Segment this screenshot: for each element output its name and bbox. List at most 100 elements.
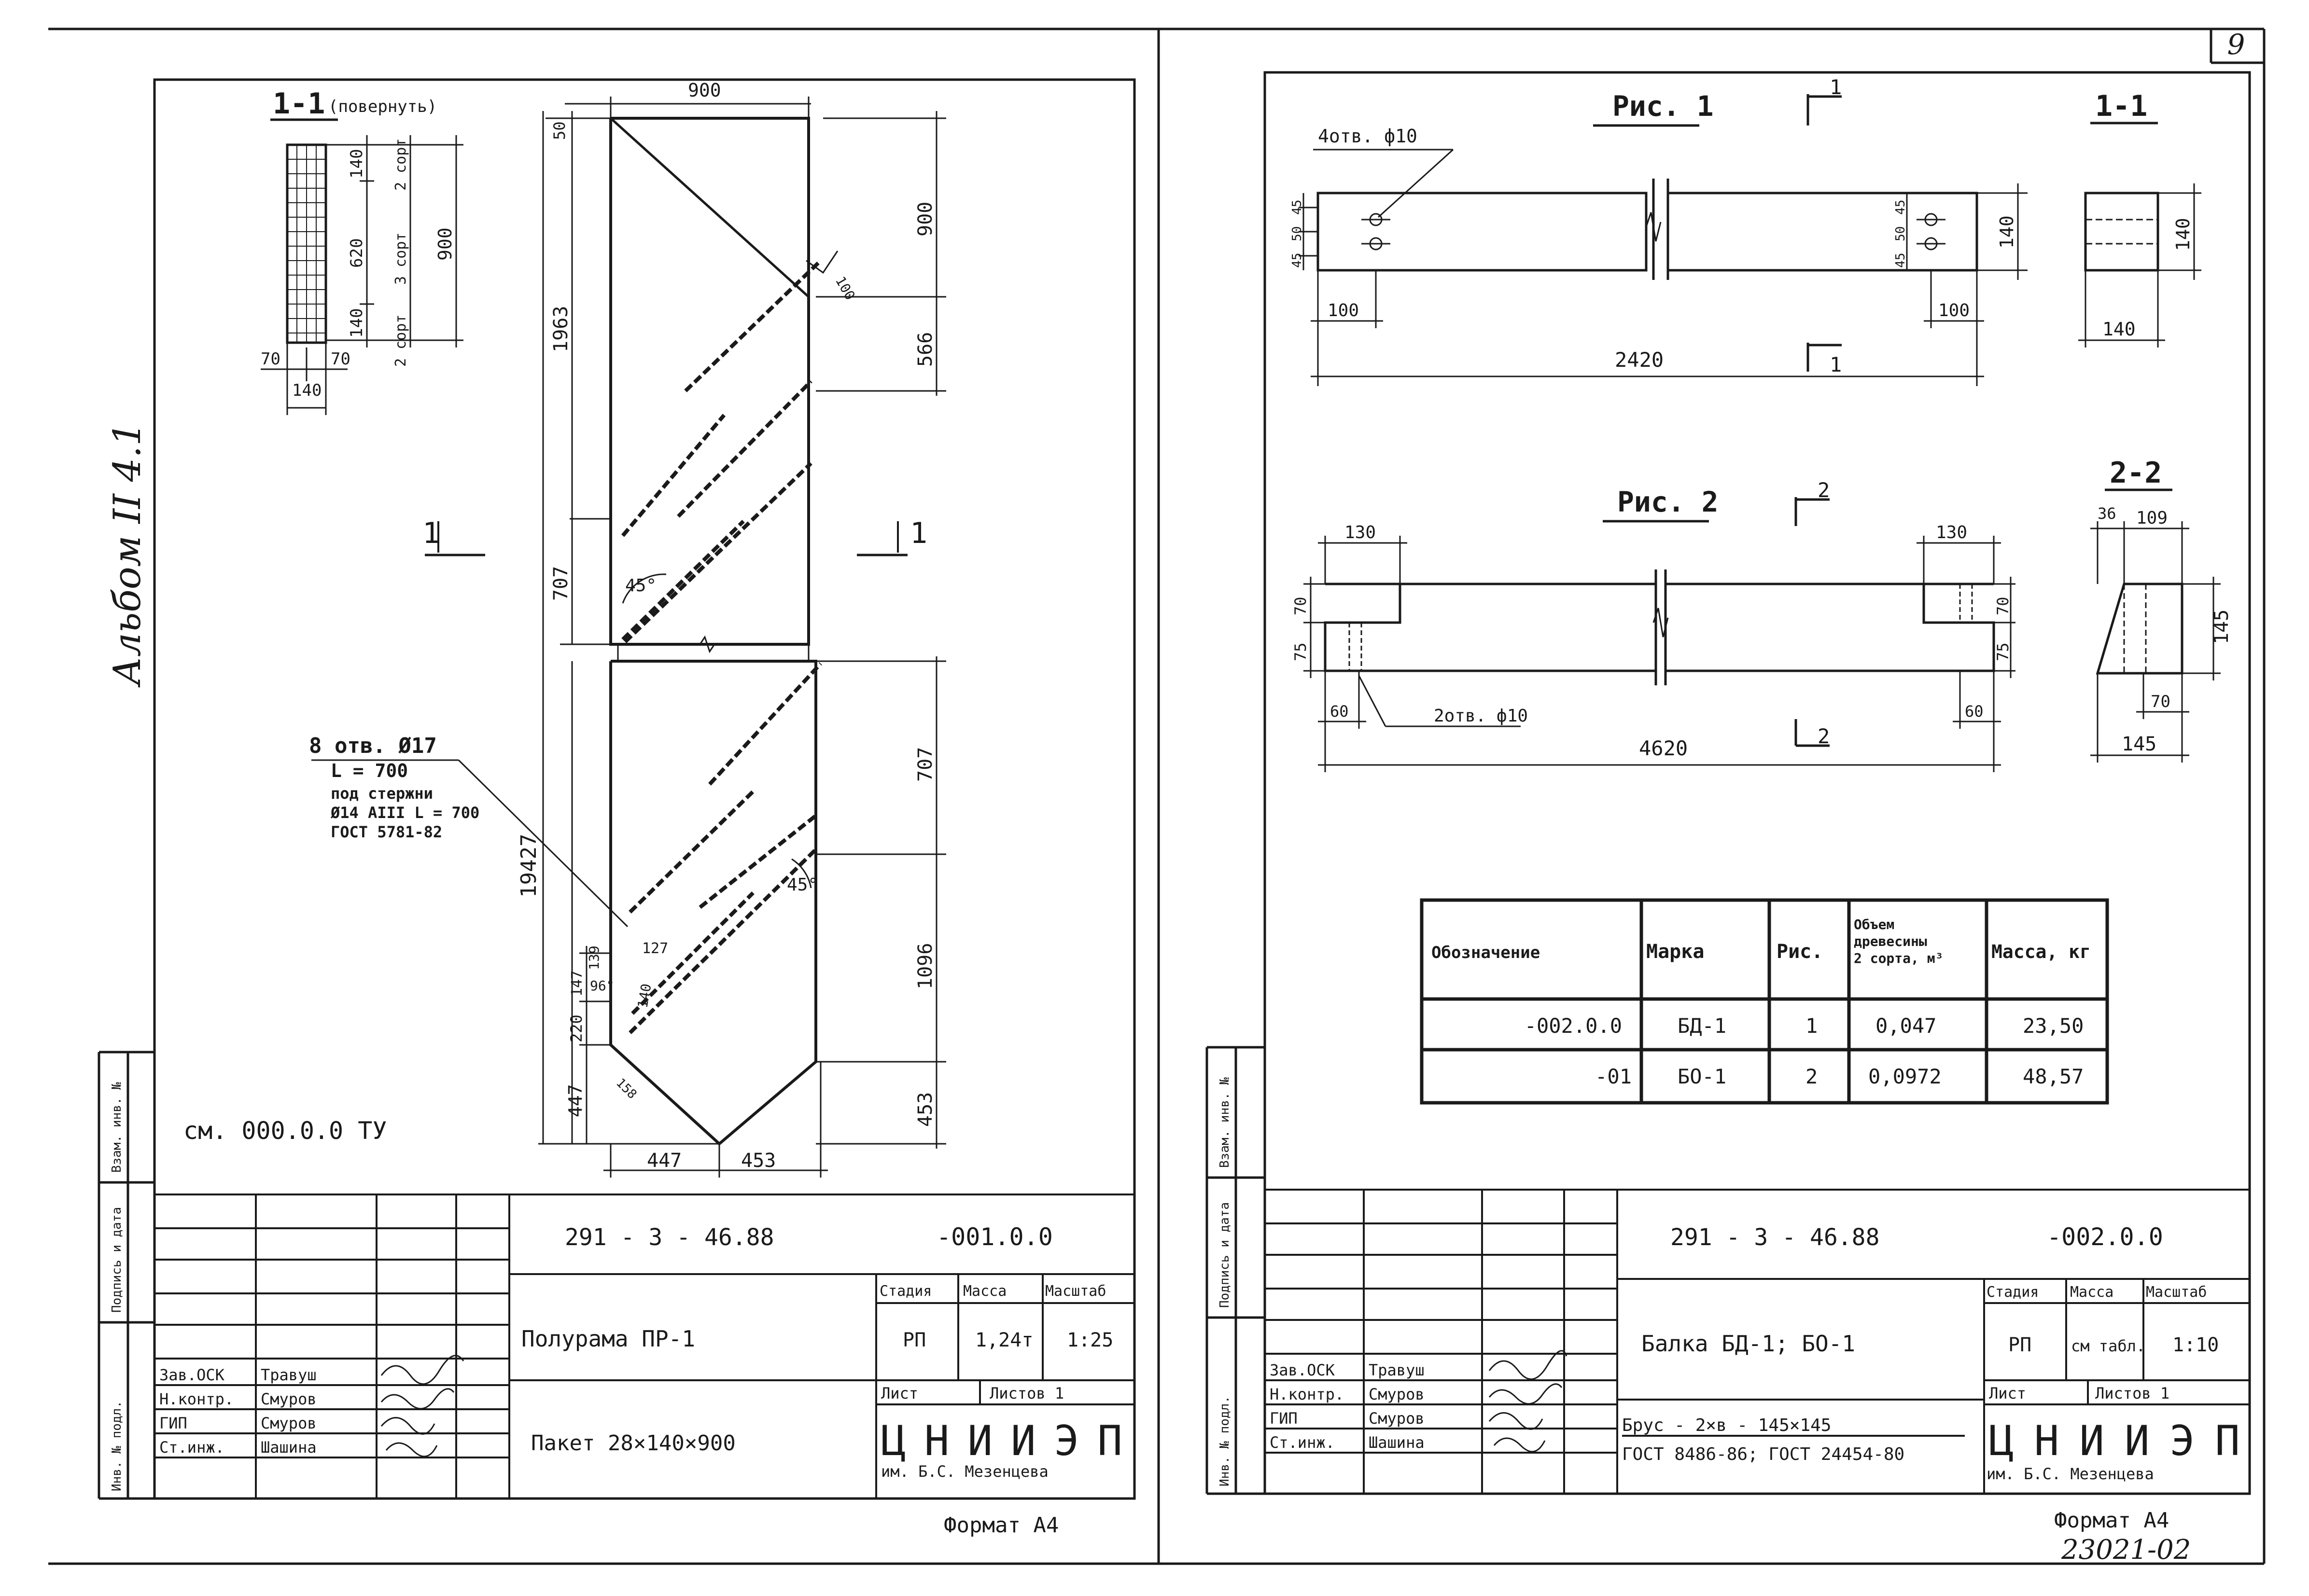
svg-text:2 сорта, м³: 2 сорта, м³	[1854, 950, 1943, 966]
right-mass: см табл.	[2071, 1337, 2145, 1355]
left-format: Формат А4	[944, 1513, 1059, 1538]
fig2-d60r: 60	[1965, 702, 1984, 721]
left-role-1: Н.контр.	[159, 1390, 234, 1408]
table-row: -002.0.0 БД-1 1 0,047 23,50	[1525, 1014, 2084, 1038]
sec22-d70: 70	[2151, 692, 2170, 711]
left-name-2: Смуров	[261, 1414, 317, 1432]
fig1-d45l: 45	[1290, 253, 1304, 268]
right-sheets-label: Листов 1	[2095, 1384, 2169, 1402]
dim-70a: 70	[261, 349, 280, 369]
right-scale-label: Масштаб	[2146, 1284, 2207, 1301]
left-sheet-frame	[98, 78, 1136, 1500]
right-name-1: Смуров	[1369, 1385, 1425, 1403]
table-cell: БД-1	[1678, 1014, 1726, 1038]
table-header-fig: Рис.	[1777, 941, 1823, 963]
album-label: Альбом II 4.1	[106, 422, 149, 688]
table-header-mass: Масса, кг	[1991, 941, 2091, 962]
section-label: 1-1	[273, 87, 325, 121]
dim-707a: 707	[550, 566, 572, 601]
table-cell: БО-1	[1678, 1065, 1726, 1088]
fig2-d75l: 75	[1291, 642, 1310, 661]
dim-50: 50	[550, 121, 569, 140]
fig2-title: Рис. 2	[1617, 486, 1719, 518]
left-mass-label: Масса	[963, 1283, 1007, 1300]
holes-note-line5: ГОСТ 5781-82	[331, 823, 442, 841]
left-mark-code: -001.0.0	[937, 1223, 1053, 1251]
left-mass: 1,24т	[975, 1329, 1033, 1351]
holes-note-line3: под стержни	[331, 784, 433, 803]
table-header-volume: Объем древесины 2 сорта, м³	[1854, 916, 1943, 966]
fig2-d70l: 70	[1291, 597, 1310, 615]
outer-frame	[48, 28, 2266, 1565]
dim-900-sec: 900	[434, 227, 456, 261]
right-role-2: ГИП	[1270, 1409, 1298, 1428]
right-side-label-sign: Подпись и дата	[1217, 1202, 1232, 1308]
dim-100: 100	[832, 274, 858, 303]
left-sheets-label: Листов 1	[990, 1384, 1064, 1402]
sec22-d145h: 145	[2122, 733, 2156, 755]
sec22-d145v: 145	[2211, 610, 2233, 644]
right-signatures	[1488, 1350, 1567, 1453]
dim-140b: 140	[347, 308, 366, 338]
holes-note: 8 отв. Ø17 L = 700 под стержни Ø14 AIII …	[309, 734, 629, 928]
holes-note-line2: L = 700	[331, 760, 408, 781]
right-org-sub: им. Б.С. Мезенцева	[1987, 1465, 2154, 1483]
fig1-title: Рис. 1	[1612, 90, 1714, 123]
left-name-0: Травуш	[261, 1366, 317, 1384]
table-cell: 0,0972	[1868, 1065, 1942, 1088]
section-note: (повернуть)	[328, 97, 437, 116]
sec11-d140h: 140	[2102, 319, 2136, 340]
dim-140-frame: 140	[634, 983, 654, 1010]
fig1-holes: 4отв. ф10	[1318, 125, 1417, 147]
left-name-3: Шашина	[261, 1438, 317, 1457]
fig1-d100r: 100	[1938, 301, 1970, 320]
left-role-0: Зав.ОСК	[159, 1366, 225, 1384]
sec11-d140v: 140	[2172, 218, 2194, 251]
page-number: 9	[2227, 28, 2245, 61]
right-name-2: Смуров	[1369, 1409, 1425, 1428]
right-gost: ГОСТ 8486-86; ГОСТ 24454-80	[1622, 1444, 1904, 1464]
grade-3: 3 сорт	[392, 233, 409, 285]
left-org-sub: им. Б.С. Мезенцева	[881, 1462, 1049, 1481]
right-sheet-frame	[1205, 71, 2251, 1495]
fig2-d130l: 130	[1344, 523, 1376, 542]
right-mark-code: -002.0.0	[2047, 1223, 2163, 1251]
right-format: Формат А4	[2054, 1508, 2169, 1533]
left-signatures	[380, 1355, 464, 1457]
fig1-d140: 140	[1996, 215, 2017, 249]
left-scale-label: Масштаб	[1045, 1283, 1106, 1300]
right-doc-code: 291 - 3 - 46.88	[1670, 1224, 1879, 1251]
left-stage: РП	[903, 1329, 926, 1351]
sec11-label: 1-1	[2095, 89, 2147, 123]
dim-158: 158	[613, 1076, 639, 1102]
angle-45-lower: 45°	[787, 875, 818, 895]
fig2-cut-bottom: 2	[1818, 724, 1830, 748]
ref-note: см. 000.0.0 ТУ	[183, 1117, 387, 1145]
fig1-cut-bottom: 1	[1830, 353, 1842, 376]
right-role-3: Ст.инж.	[1270, 1433, 1335, 1452]
table-cell: 2	[1805, 1065, 1818, 1088]
holes-note-line1: 8 отв. Ø17	[309, 734, 437, 758]
grade-2a: 2 сорт	[392, 139, 409, 191]
dim-127: 127	[642, 940, 668, 957]
right-org: ЦНИИЭП	[1989, 1417, 2240, 1465]
dim-220: 220	[567, 1014, 586, 1042]
left-role-2: ГИП	[159, 1414, 187, 1432]
fig2-d75r: 75	[1994, 642, 2012, 661]
right-stage: РП	[2008, 1334, 2031, 1356]
dim-447-left: 447	[565, 1084, 586, 1117]
right-stamp	[1265, 1189, 2250, 1494]
right-name-0: Травуш	[1369, 1361, 1425, 1379]
svg-text:древесины: древесины	[1854, 933, 1927, 949]
sec22-d109: 109	[2136, 508, 2168, 528]
fig1-cut-top: 1	[1830, 75, 1842, 99]
left-title: Полурама ПР-1	[521, 1326, 695, 1352]
left-section-1-1: 1-1 (повернуть)	[261, 87, 463, 415]
left-role-3: Ст.инж.	[159, 1438, 224, 1457]
dim-1963: 1963	[550, 306, 572, 352]
right-role-1: Н.контр.	[1270, 1385, 1344, 1403]
dim-1096: 1096	[914, 943, 937, 989]
grade-2b: 2 сорт	[392, 315, 409, 367]
fig1-d45r: 45	[1893, 253, 1908, 268]
holes-note-line4: Ø14 AIII L = 700	[330, 804, 479, 822]
